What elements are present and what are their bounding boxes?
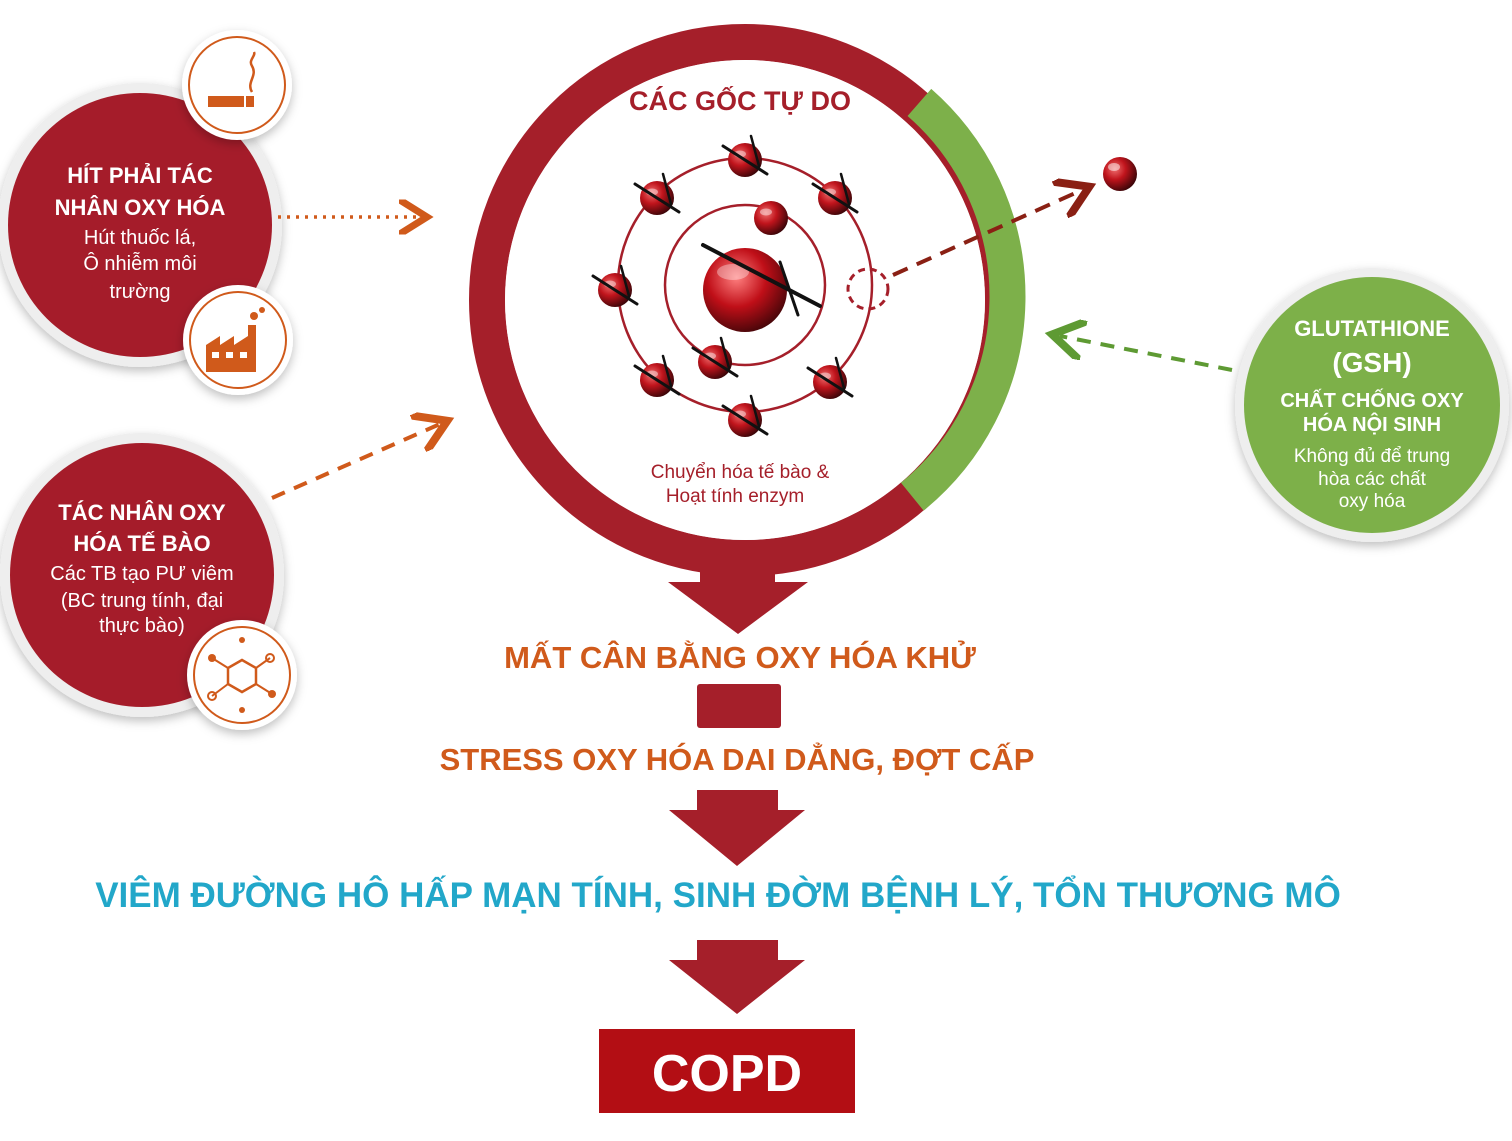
gsh-title-2: (GSH) <box>1332 347 1411 378</box>
copd-box <box>599 1029 855 1113</box>
electron <box>811 172 859 215</box>
glutathione-node <box>1235 268 1509 542</box>
electron <box>721 394 769 437</box>
gsh-arrow <box>1060 336 1233 372</box>
flow-step-2: STRESS OXY HÓA DAI DẲNG, ĐỢT CẤP <box>440 741 1035 777</box>
gsh-desc-1: Không đủ để trung <box>1294 446 1450 467</box>
cellular-arrow <box>271 424 440 500</box>
electron <box>721 134 769 177</box>
center-caption-2: Hoạt tính enzym <box>666 486 804 507</box>
electron-group <box>591 134 859 437</box>
gsh-desc-2: hòa các chất <box>1318 469 1426 490</box>
center-caption-1: Chuyển hóa tế bào & <box>651 462 830 483</box>
cigarette-icon <box>182 30 292 140</box>
cellular-title-1: TÁC NHÂN OXY <box>58 500 226 525</box>
electron <box>691 336 739 379</box>
electron <box>591 264 639 307</box>
factory-icon <box>183 285 293 395</box>
missing-electron <box>846 267 890 311</box>
flow-connector <box>697 684 781 728</box>
inhaled-desc-2: Ô nhiễm môi <box>83 252 196 275</box>
gsh-subtitle-2: HÓA NỘI SINH <box>1303 412 1441 436</box>
molecule-icon <box>187 620 297 730</box>
electron <box>633 354 681 397</box>
inhaled-desc-1: Hút thuốc lá, <box>84 227 196 249</box>
electron <box>633 172 681 215</box>
copd-label: COPD <box>652 1045 802 1103</box>
cellular-desc-3: thực bào) <box>99 615 185 637</box>
center-title: CÁC GỐC TỰ DO <box>629 84 851 116</box>
cellular-desc-2: (BC trung tính, đại <box>61 590 223 612</box>
inhaled-title-1: HÍT PHẢI TÁC <box>67 163 213 188</box>
gsh-subtitle-1: CHẤT CHỐNG OXY <box>1280 388 1464 412</box>
gsh-desc-3: oxy hóa <box>1339 491 1406 512</box>
nucleus <box>701 243 822 332</box>
inhaled-desc-3: trường <box>110 281 171 303</box>
cellular-desc-1: Các TB tạo PƯ viêm <box>50 563 233 585</box>
inhaled-title-2: NHÂN OXY HÓA <box>55 195 226 220</box>
antioxidant-arc <box>900 88 1026 511</box>
flow-arrow-1 <box>668 545 808 634</box>
flow-step-1: MẤT CÂN BẰNG OXY HÓA KHỬ <box>504 639 976 675</box>
flow-arrow-2 <box>669 790 805 866</box>
cellular-title-2: HÓA TẾ BÀO <box>73 531 210 556</box>
escaping-electron <box>892 157 1137 277</box>
electron <box>754 201 788 235</box>
flow-step-3: VIÊM ĐƯỜNG HÔ HẤP MẠN TÍNH, SINH ĐỜM BỆN… <box>95 875 1341 915</box>
gsh-title-1: GLUTATHIONE <box>1294 316 1450 341</box>
electron <box>806 356 854 399</box>
flow-arrow-3 <box>669 940 805 1014</box>
